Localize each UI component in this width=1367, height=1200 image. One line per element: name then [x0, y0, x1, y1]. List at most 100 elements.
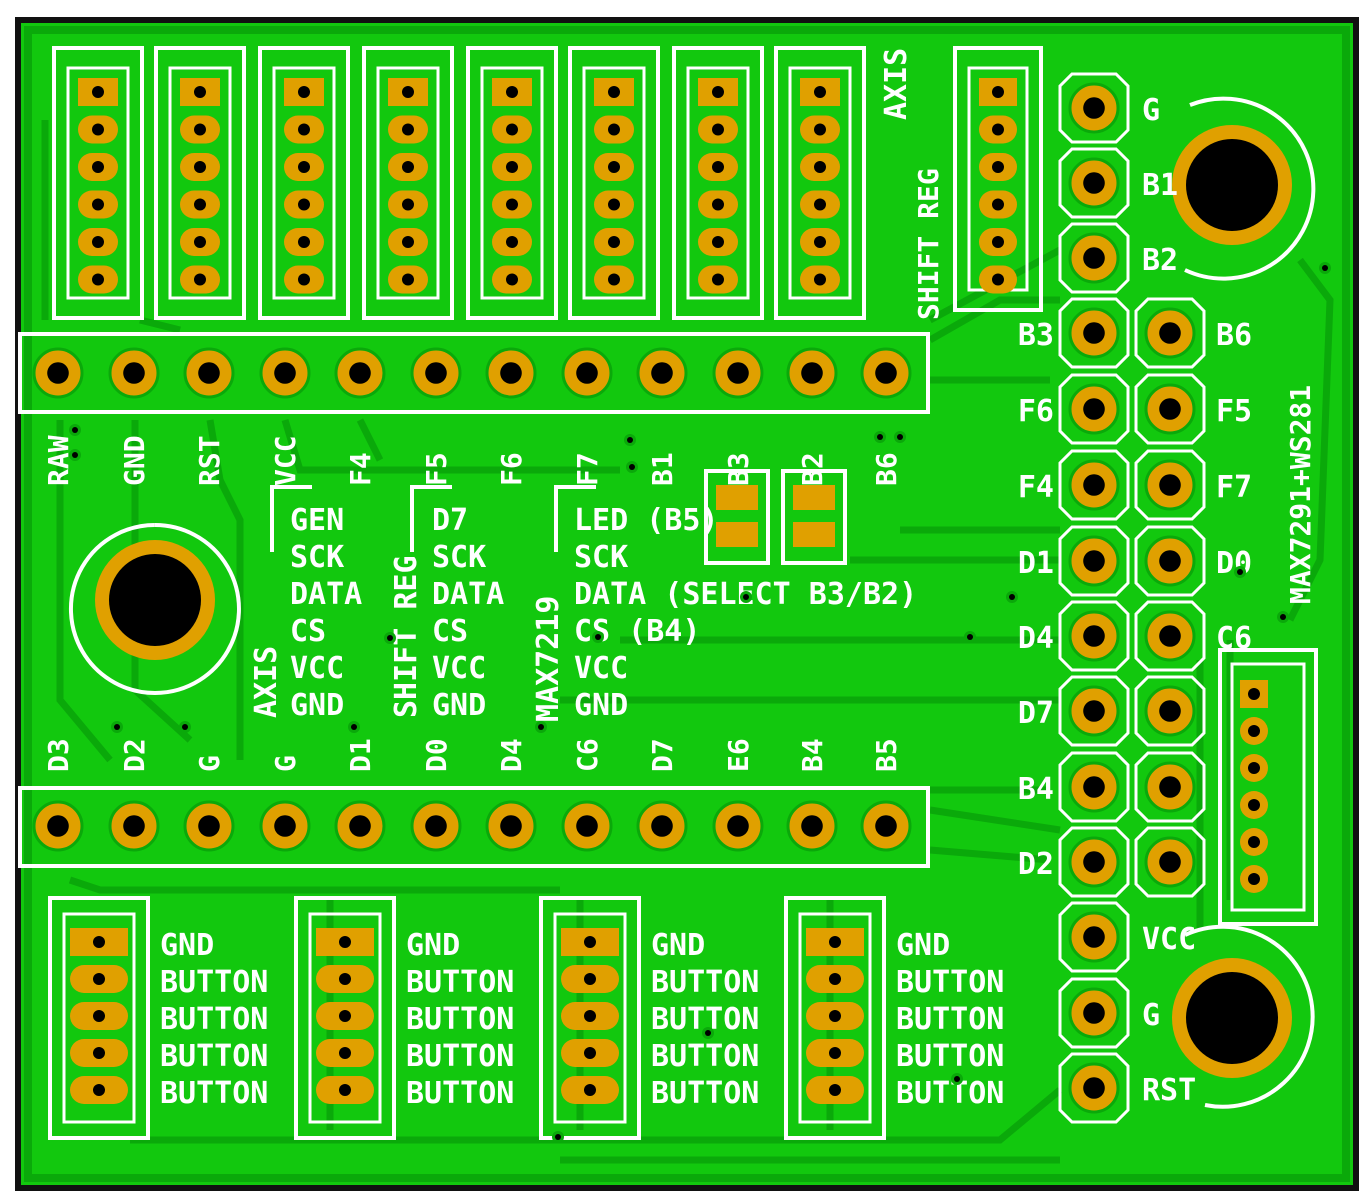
axis-header-3-drill-6: [298, 273, 310, 286]
button-header-2-label-1: GND: [406, 928, 460, 963]
led-header-drill-3: [1248, 762, 1260, 774]
top-pin-label-b6: B6: [870, 452, 903, 486]
axis-header-3-drill-4: [298, 198, 310, 211]
led-header-inner: [1230, 662, 1306, 912]
right-right-pad-5-outline: [1134, 600, 1206, 672]
button-header-3-drill-5: [584, 1084, 596, 1096]
button-header-2-drill-1: [339, 936, 351, 948]
via-20-drill: [954, 1076, 960, 1082]
axis-header-7-drill-3: [712, 161, 724, 173]
top-pin-row-outline: [18, 332, 930, 414]
top-pin-f5-hole: [425, 362, 447, 384]
button-header-3-drill-4: [584, 1047, 596, 1059]
axis-header-1-inner: [66, 66, 130, 300]
top-pin-b1-hole: [651, 362, 673, 384]
top-pin-f4-hole: [349, 362, 371, 384]
led-header-drill-1: [1248, 688, 1260, 700]
axis-header-1-drill-2: [92, 123, 104, 136]
right-left-pad-12-outline: [1058, 901, 1130, 973]
axis-header-2-drill-3: [194, 161, 206, 173]
right-right-pad-3-hole: [1159, 474, 1181, 496]
right-left-label-2: B1: [1142, 168, 1178, 203]
right-left-pad-13-outline: [1058, 977, 1130, 1049]
pinout-line-1-5: VCC: [290, 651, 344, 686]
button-header-1-label-5: BUTTON: [160, 1076, 268, 1111]
axis-header-5-drill-1: [506, 86, 518, 98]
axis-header-3-drill-1: [298, 86, 310, 98]
top-pin-label-f5: F5: [420, 452, 453, 486]
right-left-pad-5-hole: [1083, 398, 1105, 420]
jumper-b3-pad-1: [716, 485, 758, 510]
pinout-bracket-1: [270, 485, 312, 552]
button-header-1-drill-3: [93, 1010, 105, 1022]
pinout-line-3-1: LED (B5): [574, 503, 719, 538]
right-left-pad-14-outline: [1058, 1052, 1130, 1124]
bottom-pin-e6-hole: [727, 815, 749, 837]
top-pin-raw-hole: [47, 362, 69, 384]
bottom-pin-b4-hole: [801, 815, 823, 837]
pinout-title-1: AXIS: [249, 646, 284, 718]
right-left-pad-7-outline: [1058, 525, 1130, 597]
axis-header-1-drill-3: [92, 161, 104, 173]
axis-header-5-drill-4: [506, 198, 518, 211]
via-8-drill: [967, 634, 973, 640]
axis-header-2-drill-5: [194, 236, 206, 248]
right-left-label-7: D1: [1018, 546, 1054, 581]
button-header-1-label-4: BUTTON: [160, 1039, 268, 1074]
right-left-pad-3-outline: [1058, 222, 1130, 294]
bottom-pin-label-e6: E6: [722, 738, 755, 772]
pinout-bracket-3: [554, 485, 596, 552]
via-16-drill: [743, 594, 749, 600]
pinout-line-3-6: GND: [574, 688, 628, 723]
top-pin-b6-hole: [875, 362, 897, 384]
axis-header-7-drill-6: [712, 273, 724, 286]
button-header-4-outline: [784, 896, 886, 1140]
axis-header-5-drill-6: [506, 273, 518, 286]
jumper-b3-pad-2: [716, 522, 758, 547]
bottom-pin-label-d2: D2: [118, 738, 151, 772]
right-left-pad-4-hole: [1083, 322, 1105, 344]
axis-header-1-drill-5: [92, 236, 104, 248]
axis-header-4-drill-2: [402, 123, 414, 136]
top-pin-b3-hole: [727, 362, 749, 384]
top-pin-label-b1: B1: [646, 452, 679, 486]
button-header-1-drill-2: [93, 973, 105, 985]
via-17-drill: [595, 634, 601, 640]
button-header-1-drill-1: [93, 936, 105, 948]
axis-header-8-drill-6: [814, 273, 826, 286]
axis-header-5-drill-5: [506, 236, 518, 248]
axis-header-7-drill-5: [712, 236, 724, 248]
axis-header-3-drill-3: [298, 161, 310, 173]
via-21-drill: [555, 1134, 561, 1140]
right-left-pad-2-outline: [1058, 147, 1130, 219]
axis-header-7-drill-1: [712, 86, 724, 98]
via-19-drill: [705, 1030, 711, 1036]
button-header-3-drill-3: [584, 1010, 596, 1022]
axis-header-4-outline: [362, 46, 454, 320]
right-left-label-5: F6: [1018, 394, 1054, 429]
button-header-1-inner: [62, 912, 136, 1124]
pinout-line-2-1: D7: [432, 503, 468, 538]
axis-header-5-inner: [480, 66, 544, 300]
right-left-label-9: D7: [1018, 696, 1054, 731]
right-left-pad-12-hole: [1083, 926, 1105, 948]
axis-header-5-drill-3: [506, 161, 518, 173]
axis-header-4-drill-5: [402, 236, 414, 248]
pinout-line-2-6: GND: [432, 688, 486, 723]
jumper-b2-pad-1: [793, 485, 835, 510]
jumper-b3-outline: [704, 469, 770, 565]
right-left-label-11: D2: [1018, 847, 1054, 882]
bottom-pin-d0-hole: [425, 815, 447, 837]
led-header-outline: [1218, 648, 1318, 926]
via-6-drill: [897, 434, 903, 440]
top-pin-f7-hole: [576, 362, 598, 384]
bottom-pin-label-d0: D0: [420, 738, 453, 772]
mount-hole-left-drill: [109, 554, 201, 646]
axis-header-6-drill-5: [608, 236, 620, 248]
right-left-pad-6-hole: [1083, 474, 1105, 496]
right-right-label-1: B6: [1216, 318, 1252, 353]
axis-header-label: AXIS: [879, 48, 914, 120]
mount-hole-left-silk: [69, 523, 241, 695]
button-header-1-label-2: BUTTON: [160, 965, 268, 1000]
